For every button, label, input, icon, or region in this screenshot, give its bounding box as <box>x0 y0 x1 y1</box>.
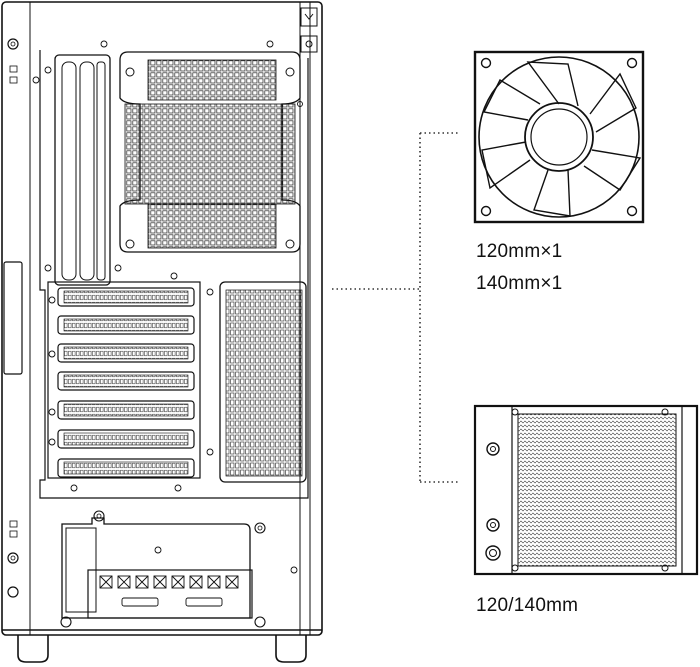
pc-case-rear-icon <box>1 1 323 663</box>
radiator-size-label: 120/140mm <box>476 595 579 616</box>
fan-size-label-120: 120mm×1 <box>476 241 563 262</box>
fan-size-label-140: 140mm×1 <box>476 273 563 294</box>
connector-lines <box>332 132 460 483</box>
fan-icon <box>473 50 645 224</box>
radiator-icon <box>473 404 699 576</box>
